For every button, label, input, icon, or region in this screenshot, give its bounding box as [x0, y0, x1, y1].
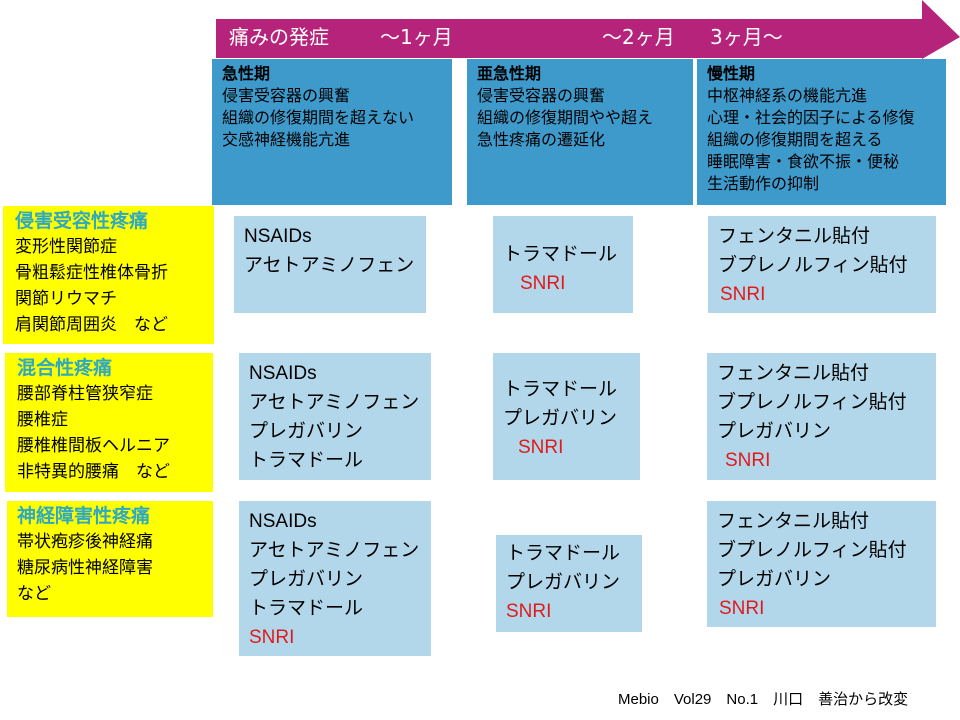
category-line: 腰椎症 [17, 410, 68, 430]
phase-line: 組織の修復期間やや超え [477, 108, 654, 127]
category-title: 侵害受容性疼痛 [15, 210, 149, 232]
source-credit: Mebio Vol29 No.1 川口 善治から改変 [618, 691, 909, 708]
drug-name: ブプレノルフィン貼付 [717, 540, 907, 561]
drug-snri: SNRI [720, 284, 766, 305]
category-neuropathic: 神経障害性疼痛 帯状疱疹後神経痛 糖尿病性神経障害 など [7, 501, 213, 617]
timeline-label-onset: 痛みの発症 [229, 25, 329, 49]
drug-name: トラマドール [249, 598, 364, 619]
phase-line: 中枢神経系の機能亢進 [707, 86, 868, 105]
drug-name: アセトアミノフェン [244, 255, 415, 276]
category-title: 神経障害性疼痛 [17, 505, 151, 527]
treatment-nociceptive-acute: NSAIDs アセトアミノフェン [234, 216, 426, 313]
drug-name: フェンタニル貼付 [718, 226, 871, 247]
category-nociceptive: 侵害受容性疼痛 変形性関節症 骨粗鬆症性椎体骨折 関節リウマチ 肩関節周囲炎 な… [3, 206, 214, 344]
drug-name: トラマドール [249, 450, 364, 471]
category-line: 帯状疱疹後神経痛 [17, 532, 153, 552]
category-title: 混合性疼痛 [17, 357, 113, 379]
phase-title: 急性期 [222, 64, 271, 83]
phase-line: 急性疼痛の遷延化 [477, 130, 606, 149]
category-line: 変形性関節症 [15, 237, 117, 257]
drug-snri: SNRI [520, 272, 566, 294]
drug-name: トラマドール [503, 379, 618, 400]
drug-name: フェンタニル貼付 [717, 363, 870, 384]
phase-title: 亜急性期 [477, 64, 542, 83]
drug-name: プレガバリン [506, 572, 621, 593]
treatment-neuropathic-acute: NSAIDs アセトアミノフェン プレガバリン トラマドール SNRI [239, 501, 431, 656]
category-line: 糖尿病性神経障害 [17, 558, 153, 578]
drug-snri: SNRI [725, 450, 771, 471]
drug-name: アセトアミノフェン [249, 540, 420, 561]
phase-line: 組織の修復期間を超えない [222, 108, 415, 127]
category-line: 非特異的腰痛 など [17, 462, 170, 482]
timeline-label-2month: ～2ヶ月 [602, 25, 675, 49]
drug-snri: SNRI [249, 627, 295, 648]
phase-line: 生活動作の抑制 [707, 174, 820, 193]
category-line: 骨粗鬆症性椎体骨折 [15, 263, 168, 283]
treatment-mixed-acute: NSAIDs アセトアミノフェン プレガバリン トラマドール [239, 353, 431, 480]
category-mixed: 混合性疼痛 腰部脊柱管狭窄症 腰椎症 腰椎椎間板ヘルニア 非特異的腰痛 など [5, 353, 213, 492]
phase-line: 侵害受容器の興奮 [222, 86, 351, 105]
drug-name: NSAIDs [244, 226, 312, 247]
phase-line: 侵害受容器の興奮 [477, 86, 606, 105]
category-line: 肩関節周囲炎 など [15, 315, 168, 335]
treatment-mixed-subacute: トラマドール プレガバリン SNRI [493, 353, 640, 480]
drug-name: プレガバリン [717, 421, 832, 442]
treatment-nociceptive-chronic: フェンタニル貼付 ブプレノルフィン貼付 SNRI [708, 216, 936, 313]
drug-name: プレガバリン [249, 569, 364, 590]
phase-title: 慢性期 [707, 64, 756, 83]
phase-line: 組織の修復期間を超える [707, 130, 883, 149]
drug-name: NSAIDs [249, 363, 317, 384]
drug-name: アセトアミノフェン [249, 392, 420, 413]
category-line: 関節リウマチ [15, 289, 117, 309]
drug-name: フェンタニル貼付 [717, 511, 870, 532]
drug-name: トラマドール [503, 243, 618, 265]
treatment-neuropathic-subacute: トラマドール プレガバリン SNRI [496, 535, 642, 632]
category-line: 腰部脊柱管狭窄症 [17, 384, 153, 404]
category-line: 腰椎椎間板ヘルニア [17, 436, 170, 456]
drug-name: プレガバリン [503, 408, 618, 429]
drug-name: プレガバリン [249, 421, 364, 442]
drug-name: ブプレノルフィン貼付 [718, 255, 908, 276]
treatment-mixed-chronic: フェンタニル貼付 ブプレノルフィン貼付 プレガバリン SNRI [707, 353, 936, 480]
timeline-arrow-icon [216, 0, 960, 59]
drug-name: NSAIDs [249, 511, 317, 532]
drug-name: ブプレノルフィン貼付 [717, 392, 907, 413]
timeline-label-3month: 3ヶ月～ [710, 25, 783, 49]
treatment-nociceptive-subacute: トラマドール SNRI [493, 216, 633, 313]
phase-line: 睡眠障害・食欲不振・便秘 [707, 152, 900, 171]
phase-line: 交感神経機能亢進 [222, 130, 351, 149]
phase-chronic: 慢性期 中枢神経系の機能亢進 心理・社会的因子による修復 組織の修復期間を超える… [697, 59, 946, 205]
phase-subacute: 亜急性期 侵害受容器の興奮 組織の修復期間やや超え 急性疼痛の遷延化 [467, 59, 693, 205]
drug-name: トラマドール [506, 543, 621, 564]
drug-snri: SNRI [506, 601, 552, 622]
treatment-neuropathic-chronic: フェンタニル貼付 ブプレノルフィン貼付 プレガバリン SNRI [707, 501, 936, 627]
drug-snri: SNRI [518, 437, 564, 458]
drug-snri: SNRI [719, 598, 765, 619]
category-line: など [17, 584, 51, 604]
timeline-label-1month: ～1ヶ月 [380, 25, 453, 49]
phase-acute: 急性期 侵害受容器の興奮 組織の修復期間を超えない 交感神経機能亢進 [212, 59, 452, 205]
drug-name: プレガバリン [717, 569, 832, 590]
phase-line: 心理・社会的因子による修復 [707, 108, 915, 127]
